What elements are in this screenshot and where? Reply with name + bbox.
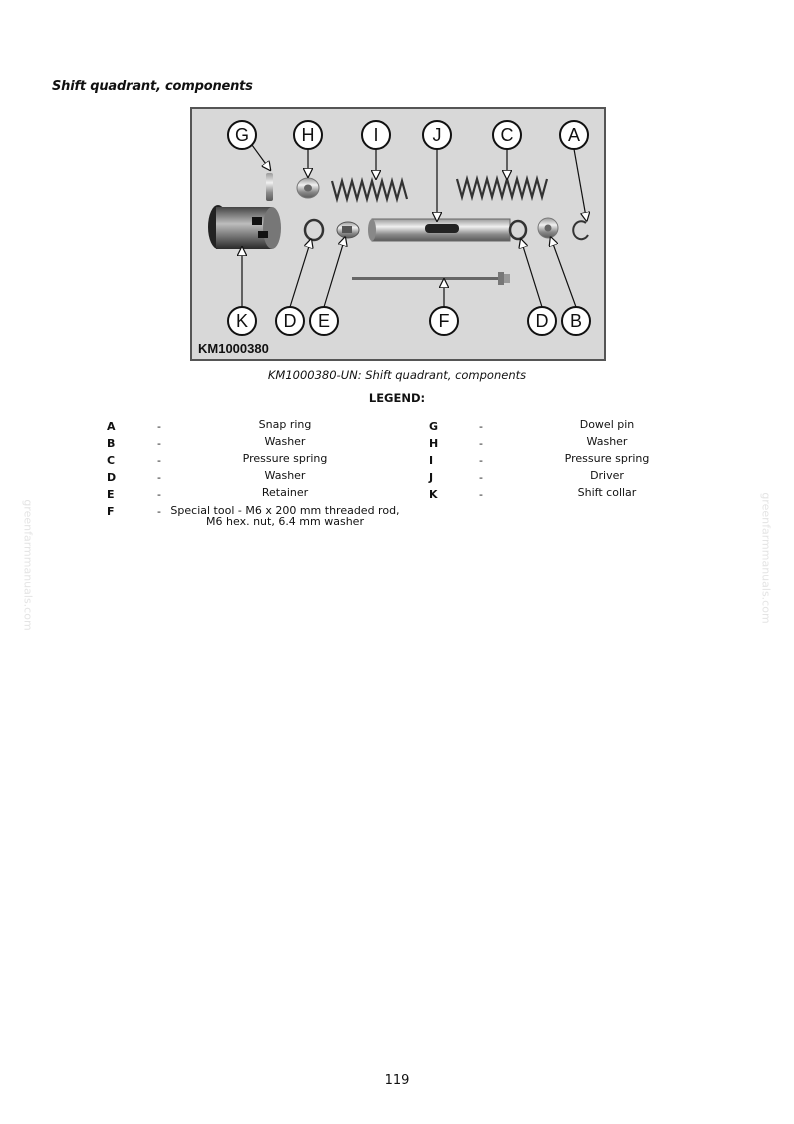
- legend-dash: -: [479, 420, 483, 433]
- callout-d-left-label: D: [284, 311, 297, 331]
- legend-code: G: [429, 420, 439, 433]
- components-illustration: G H I J C A K D E F D B: [208, 120, 591, 336]
- washer-d-right-part: [508, 219, 528, 241]
- legend-code: C: [107, 454, 116, 467]
- legend-dash: -: [157, 505, 161, 518]
- callout-a: [559, 120, 589, 150]
- callout-b: [561, 306, 591, 336]
- callout-d-right: [527, 306, 557, 336]
- driver-part: [368, 218, 511, 242]
- legend-desc: Pressure spring: [242, 452, 328, 465]
- legend-dash: -: [479, 488, 483, 501]
- legend-dash: -: [157, 471, 161, 484]
- legend-dash: -: [157, 488, 161, 501]
- callout-f: [429, 306, 459, 336]
- legend-desc: Special tool - M6 x 200 mm threaded rod,…: [170, 504, 400, 528]
- legend-dash: -: [157, 437, 161, 450]
- legend-desc: Driver: [590, 469, 624, 482]
- legend-desc: Washer: [264, 469, 306, 482]
- callout-e: [309, 306, 339, 336]
- dowel-pin-part: [266, 173, 273, 201]
- legend-title: LEGEND:: [368, 391, 426, 405]
- legend-desc: Retainer: [261, 486, 309, 499]
- callout-j: [422, 120, 452, 150]
- legend-code: I: [429, 454, 434, 467]
- legend-code: J: [429, 471, 434, 484]
- legend-desc: Shift collar: [577, 486, 637, 499]
- legend-dash: -: [157, 420, 161, 433]
- washer-b-part: [537, 217, 559, 239]
- legend-code: H: [429, 437, 439, 450]
- callout-k: [227, 306, 257, 336]
- threaded-rod-part: [352, 272, 510, 285]
- legend-table: A - Snap ring B - Washer C - Pressure sp…: [0, 419, 794, 549]
- figure-caption: KM1000380-UN: Shift quadrant, components: [267, 368, 527, 382]
- legend-dash: -: [479, 437, 483, 450]
- spring-i-part: [330, 176, 409, 204]
- callout-e-label: E: [318, 311, 330, 331]
- callout-f-label: F: [439, 311, 450, 331]
- legend-desc: Pressure spring: [564, 452, 650, 465]
- shift-collar-part: [208, 205, 281, 249]
- legend-dash: -: [157, 454, 161, 467]
- callout-b-label: B: [570, 311, 582, 331]
- callout-g-label: G: [235, 125, 249, 145]
- watermark-right: greenfarmmanuals.com: [759, 492, 773, 624]
- exploded-view-figure: G H I J C A K D E F D B KM1000380: [190, 107, 606, 361]
- legend-code: B: [107, 437, 116, 450]
- legend-desc: Snap ring: [258, 418, 312, 431]
- callout-i: [361, 120, 391, 150]
- snap-ring-part: [572, 220, 589, 241]
- legend-desc: Washer: [264, 435, 306, 448]
- legend-desc: Washer: [586, 435, 628, 448]
- callout-k-label: K: [236, 311, 248, 331]
- callout-d-right-label: D: [536, 311, 549, 331]
- legend-dash: -: [479, 454, 483, 467]
- leader-lines: [242, 144, 586, 308]
- callout-i-label: I: [373, 125, 378, 145]
- page-number: 119: [384, 1073, 410, 1088]
- spring-c-part: [455, 174, 549, 202]
- callout-h: [293, 120, 323, 150]
- callout-a-label: A: [568, 125, 580, 145]
- legend-code: K: [429, 488, 438, 501]
- legend-code: E: [107, 488, 115, 501]
- washer-d-left-part: [303, 218, 325, 242]
- callout-h-label: H: [302, 125, 315, 145]
- legend-code: D: [107, 471, 117, 484]
- legend-dash: -: [479, 471, 483, 484]
- callout-c-label: C: [501, 125, 514, 145]
- watermark-left: greenfarmmanuals.com: [21, 499, 35, 631]
- legend-desc: Dowel pin: [579, 418, 635, 431]
- callout-j-label: J: [433, 125, 442, 145]
- figure-code: KM1000380: [198, 341, 269, 356]
- legend-code: F: [107, 505, 115, 518]
- callout-g: [227, 120, 257, 150]
- legend-code: A: [107, 420, 116, 433]
- section-title: Shift quadrant, components: [52, 79, 253, 94]
- callout-c: [492, 120, 522, 150]
- callout-d-left: [275, 306, 305, 336]
- retainer-part: [336, 221, 360, 239]
- washer-h-part: [296, 177, 320, 199]
